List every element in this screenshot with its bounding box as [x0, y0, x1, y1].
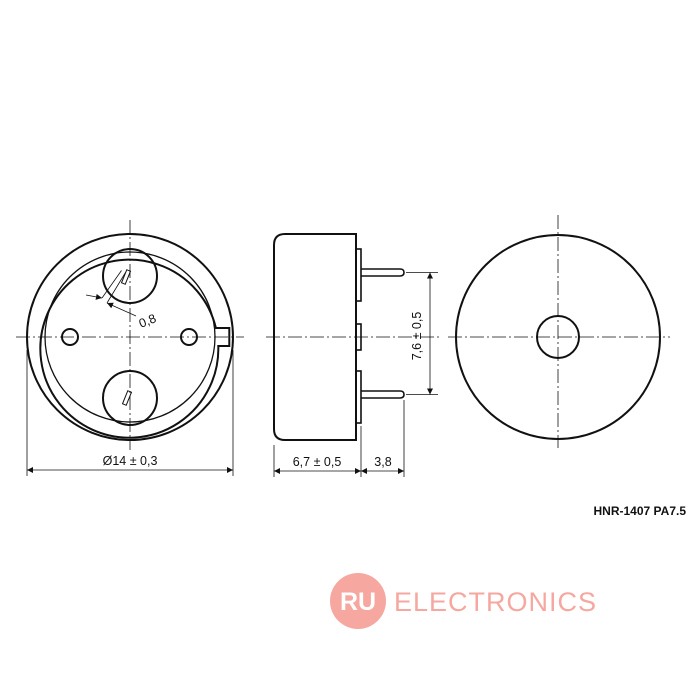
pin-bottom	[361, 390, 405, 399]
pin-length-label: 3,8	[374, 455, 391, 469]
diameter-dimension	[26, 350, 234, 476]
pin-slot-top	[120, 269, 132, 285]
inner-rim	[39, 258, 231, 439]
pin-base-bottom	[355, 370, 362, 424]
side-body	[273, 233, 357, 441]
height-dimension	[273, 400, 405, 477]
top-view	[448, 215, 670, 448]
brand-name: ELECTRONICS	[394, 587, 597, 617]
part-code: HNR-1407 PA7.5	[594, 504, 687, 518]
pin-spacing-dimension	[406, 272, 438, 395]
bottom-view	[16, 220, 244, 450]
brand-logo: RU ELECTRONICS	[330, 573, 597, 629]
side-view	[266, 233, 440, 441]
pin-top	[361, 268, 405, 277]
pin-spacing-label: 7,6 ± 0,5	[410, 312, 424, 361]
pin-base-top	[355, 248, 362, 302]
pin-width-dimension	[85, 270, 137, 317]
pin-width-label: 0,8	[137, 311, 158, 331]
brand-logo-circle	[330, 573, 386, 629]
brand-logo-text: RU	[340, 588, 376, 616]
height-label: 6,7 ± 0,5	[293, 455, 342, 469]
diameter-label: Ø14 ± 0,3	[103, 454, 158, 468]
